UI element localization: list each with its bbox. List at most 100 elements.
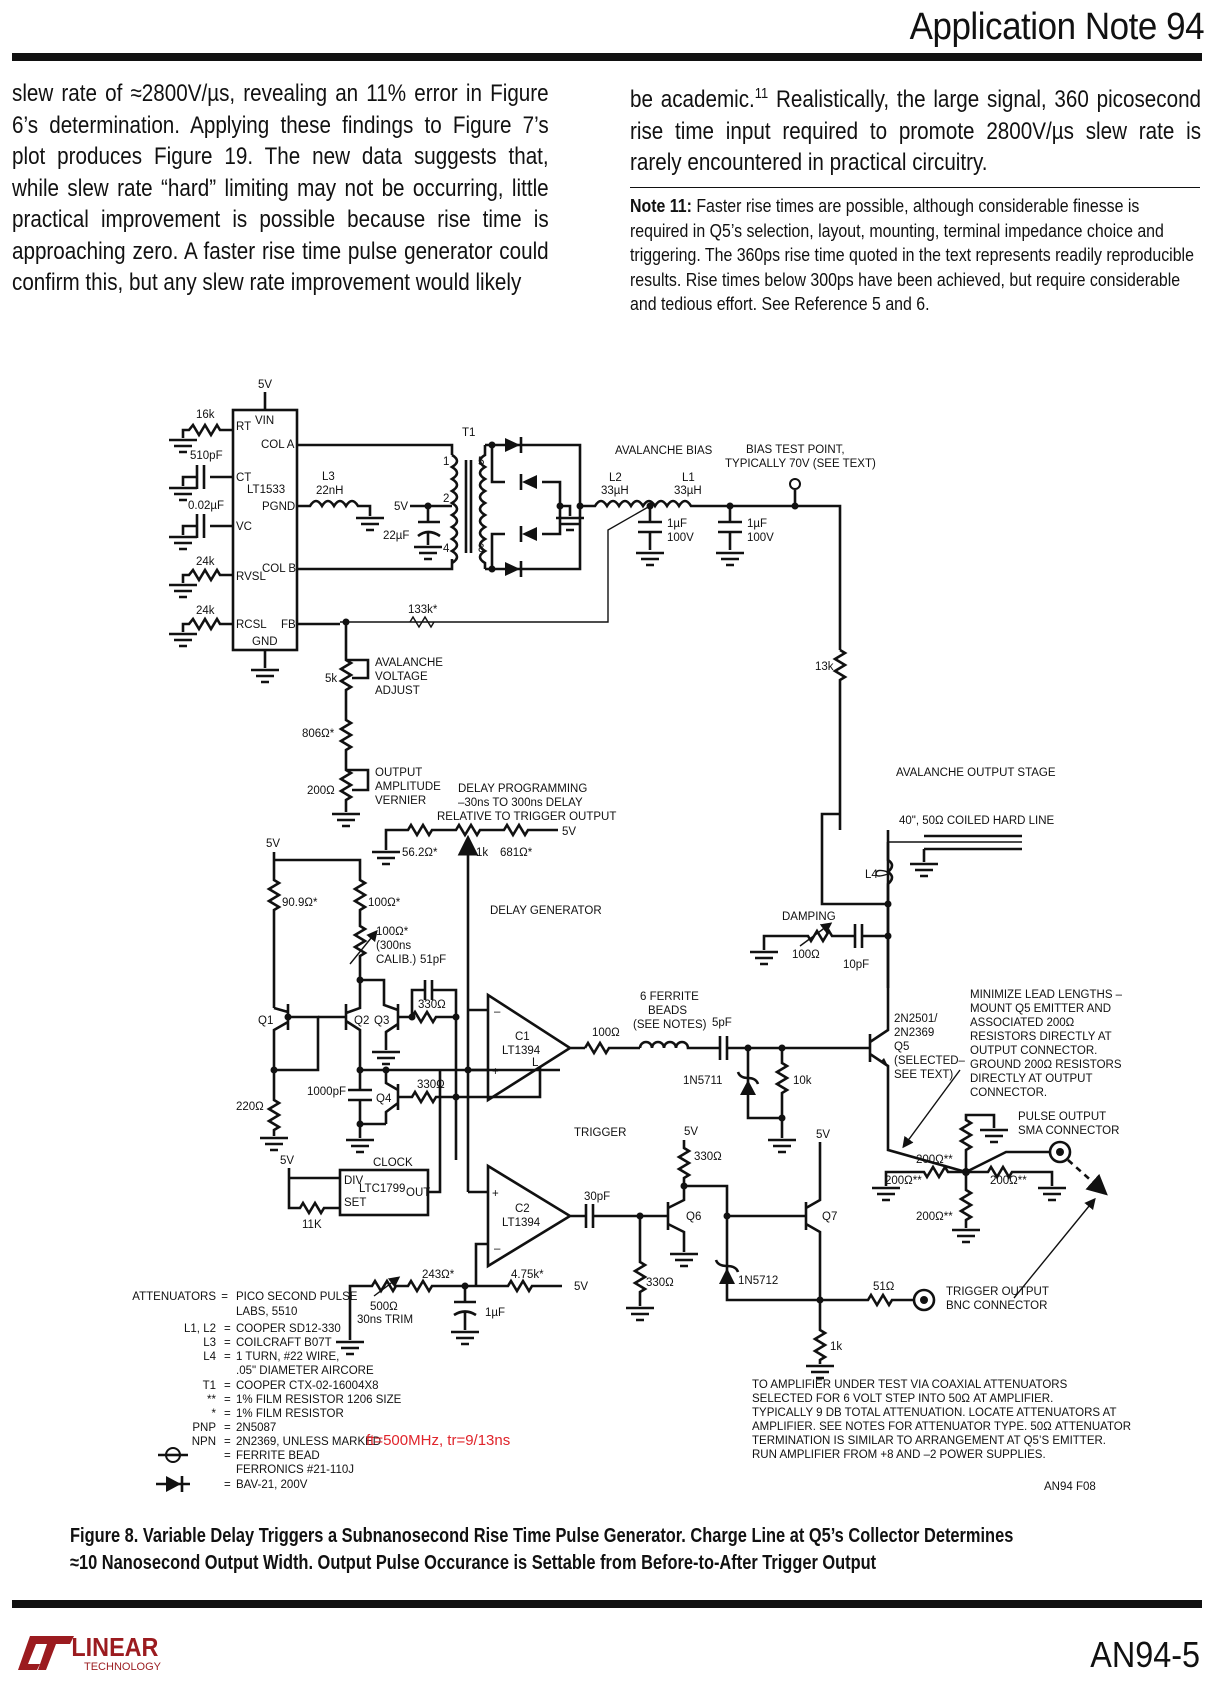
c2-plus: + xyxy=(492,1188,499,1200)
pulse-path: 100Ω 6 FERRITE BEADS (SEE NOTES) 5pF 1N5… xyxy=(574,830,967,1174)
body-left-column: slew rate of ≈2800V/µs, revealing an 11%… xyxy=(12,80,549,296)
footnote-ref[interactable]: 11 xyxy=(754,85,769,102)
legend-key: PNP xyxy=(192,1422,216,1434)
legend-key: ** xyxy=(207,1394,216,1406)
label-200d: 200Ω** xyxy=(916,1211,953,1223)
legend-value: COILCRAFT B07T xyxy=(236,1337,332,1349)
label-330b: 330Ω xyxy=(417,1079,445,1091)
legend-key: L1, L2 xyxy=(184,1323,216,1335)
label-51: 51Ω xyxy=(873,1281,895,1293)
svg-text:=: = xyxy=(224,1422,231,1434)
label-q1: Q1 xyxy=(258,1015,273,1027)
note-line: TYPICALLY 9 DB TOTAL ATTENUATION. LOCATE… xyxy=(752,1407,1116,1419)
legend-value: 1% FILM RESISTOR xyxy=(236,1408,344,1420)
legend-value: COOPER SD12-330 xyxy=(236,1323,341,1335)
label-ferrite-1: 6 FERRITE xyxy=(640,991,699,1003)
trigger-output: 330Ω 5V 330Ω Q6 1N5712 5V Q7 1k 51Ω TRIG… xyxy=(624,1126,1049,1380)
legend-key: ATTENUATORS xyxy=(132,1291,216,1303)
transformer-section: L3 22nH T1 1 2 4 5 8 5V 22µF xyxy=(297,427,586,577)
label-aval-adj-2: VOLTAGE xyxy=(375,671,428,683)
pin-8: 8 xyxy=(478,543,484,555)
parts-legend: ATTENUATORS = PICO SECOND PULSE LABS, 55… xyxy=(132,1291,402,1492)
label-l4: L4 xyxy=(865,869,878,881)
svg-text:=: = xyxy=(224,1479,231,1491)
svg-text:=: = xyxy=(224,1450,231,1462)
pin-5: 5 xyxy=(478,456,484,468)
label-avalanche-bias: AVALANCHE BIAS xyxy=(615,445,713,457)
label-delay-prog-3: RELATIVE TO TRIGGER OUTPUT xyxy=(437,811,616,823)
label-1k: 1k xyxy=(830,1341,842,1353)
label-330d: 330Ω xyxy=(646,1277,674,1289)
svg-text:=: = xyxy=(224,1380,231,1392)
diode-icon xyxy=(156,1476,190,1492)
label-trig-out-1: TRIGGER OUTPUT xyxy=(946,1286,1049,1298)
label-100b: 100Ω* xyxy=(376,926,409,938)
label-56: 56.2Ω* xyxy=(402,847,438,859)
footer-rule xyxy=(12,1600,1202,1608)
document-title: Application Note 94 xyxy=(909,6,1205,48)
linear-technology-logo[interactable]: LINEAR TECHNOLOGY xyxy=(12,1630,212,1679)
label-1uf-b: 1µF xyxy=(747,518,767,530)
label-51pf: 51pF xyxy=(420,954,446,966)
label-200: 200Ω xyxy=(307,785,335,797)
pin-vc: VC xyxy=(236,521,252,533)
label-22uf: 22µF xyxy=(383,530,409,542)
label-ltc1799: LTC1799 xyxy=(359,1183,405,1195)
label-l1-val: 33µH xyxy=(674,485,702,497)
label-c2-part: LT1394 xyxy=(502,1217,541,1229)
caption-line-1: Figure 8. Variable Delay Triggers a Subn… xyxy=(70,1525,1014,1547)
label-5pf: 5pF xyxy=(712,1017,732,1029)
clock-ltc1799: 5V CLOCK DIV LTC1799 OUT SET 11K xyxy=(280,1070,442,1231)
pin-rvsl: RVSL xyxy=(236,571,266,583)
note-line: RESISTORS DIRECTLY AT xyxy=(970,1031,1112,1043)
label-909: 90.9Ω* xyxy=(282,897,318,909)
label-1n5711: 1N5711 xyxy=(683,1075,722,1087)
label-16k: 16k xyxy=(196,409,215,421)
label-out-amp-3: VERNIER xyxy=(375,795,426,807)
legend-key: L3 xyxy=(203,1337,216,1349)
legend-value: LABS, 5510 xyxy=(236,1306,297,1318)
label-aval-adj-1: AVALANCHE xyxy=(375,657,443,669)
label-hardline: 40", 50Ω COILED HARD LINE xyxy=(899,815,1055,827)
label-trig-out-2: BNC CONNECTOR xyxy=(946,1300,1047,1312)
note-minimize-leads: MINIMIZE LEAD LENGTHS – MOUNT Q5 EMITTER… xyxy=(970,989,1123,1099)
label-200a: 200Ω** xyxy=(916,1154,953,1166)
q5-termination: 200Ω** 200Ω** 200Ω** 200Ω** PULSE OUTPUT… xyxy=(870,989,1123,1299)
legend-key: T1 xyxy=(203,1380,216,1392)
label-5v-top: 5V xyxy=(258,379,272,391)
legend-key: L4 xyxy=(203,1351,216,1363)
label-330c: 330Ω xyxy=(694,1151,722,1163)
label-damping: DAMPING xyxy=(782,911,836,923)
note-line: TERMINATION IS SIMILAR TO ARRANGEMENT AT… xyxy=(752,1435,1106,1447)
pin-gnd: GND xyxy=(252,636,278,648)
schematic-figure-8: 5V VIN RT COL A CT LT1533 PGND VC COL B … xyxy=(132,379,1131,1493)
figure-caption: Figure 8. Variable Delay Triggers a Subn… xyxy=(70,1523,1214,1577)
pin-2: 2 xyxy=(443,493,449,505)
label-200c: 200Ω** xyxy=(990,1175,1027,1187)
handwritten-annotation: ft=500MHz, tr=9/13ns xyxy=(366,1432,511,1449)
label-aval-out: AVALANCHE OUTPUT STAGE xyxy=(896,767,1056,779)
body-right-column: be academic.11 Realistically, the large … xyxy=(630,78,1201,179)
legend-key: NPN xyxy=(192,1436,216,1448)
label-5v-c2: 5V xyxy=(574,1281,588,1293)
pin-rcsl: RCSL xyxy=(236,619,267,631)
svg-text:=: = xyxy=(224,1337,231,1349)
label-delay-prog-1: DELAY PROGRAMMING xyxy=(458,783,587,795)
label-510pf: 510pF xyxy=(190,450,223,462)
label-24k-a: 24k xyxy=(196,556,215,568)
label-bias-test-1: BIAS TEST POINT, xyxy=(746,444,845,456)
svg-text:=: = xyxy=(224,1436,231,1448)
label-t1: T1 xyxy=(462,427,475,439)
lt-logo-icon xyxy=(18,1636,74,1670)
label-delay-generator: DELAY GENERATOR xyxy=(490,905,602,917)
label-c1-l: L xyxy=(532,1057,539,1069)
footnote-label: Note 11: xyxy=(630,195,692,216)
label-1000pf: 1000pF xyxy=(307,1086,346,1098)
label-30pf: 30pF xyxy=(584,1191,610,1203)
label-5v-q6: 5V xyxy=(684,1126,698,1138)
label-1n5712: 1N5712 xyxy=(738,1275,778,1287)
label-475: 4.75k* xyxy=(511,1269,544,1281)
label-13k: 13k xyxy=(815,661,834,673)
body-right-pre: be academic. xyxy=(630,86,755,113)
logo-sub: TECHNOLOGY xyxy=(84,1661,162,1673)
